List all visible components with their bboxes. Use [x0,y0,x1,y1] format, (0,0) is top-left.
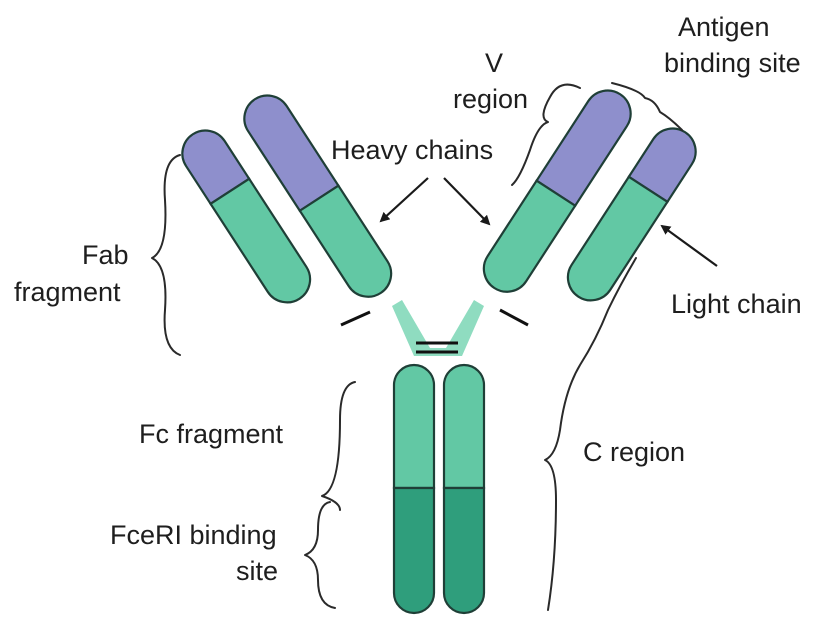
right-interchain-bond [500,310,528,325]
fab-fragment-label-2: fragment [14,277,121,307]
fab-fragment-label-1: Fab [82,240,129,270]
left-heavy-chain-fc [394,365,434,613]
c-region-label: C region [583,437,685,467]
fceri-binding-site-label-2: site [236,556,278,586]
v-region-label-1: V [485,48,503,78]
antigen-binding-site-label-1: Antigen [678,12,770,42]
fceri-binding-site-label-1: FceRI binding [110,520,277,550]
right-heavy-chain-fc [444,365,484,613]
antigen-binding-site-label-2: binding site [664,48,801,78]
fc-fragment-brace [322,382,355,510]
light-chain-label: Light chain [671,289,802,319]
fab-fragment-brace [152,155,180,355]
heavy-chain-arrow-left [381,178,428,221]
c-region-brace [545,258,636,610]
heavy-chain-arrow-right [444,178,489,224]
hinge-region [392,300,484,356]
heavy-chains-label: Heavy chains [331,135,493,165]
v-region-label-2: region [453,84,528,114]
fceri-binding-site-brace [305,502,335,608]
fc-fragment-label: Fc fragment [139,419,284,449]
light-chain-arrow [662,226,717,266]
left-interchain-bond [341,312,370,325]
